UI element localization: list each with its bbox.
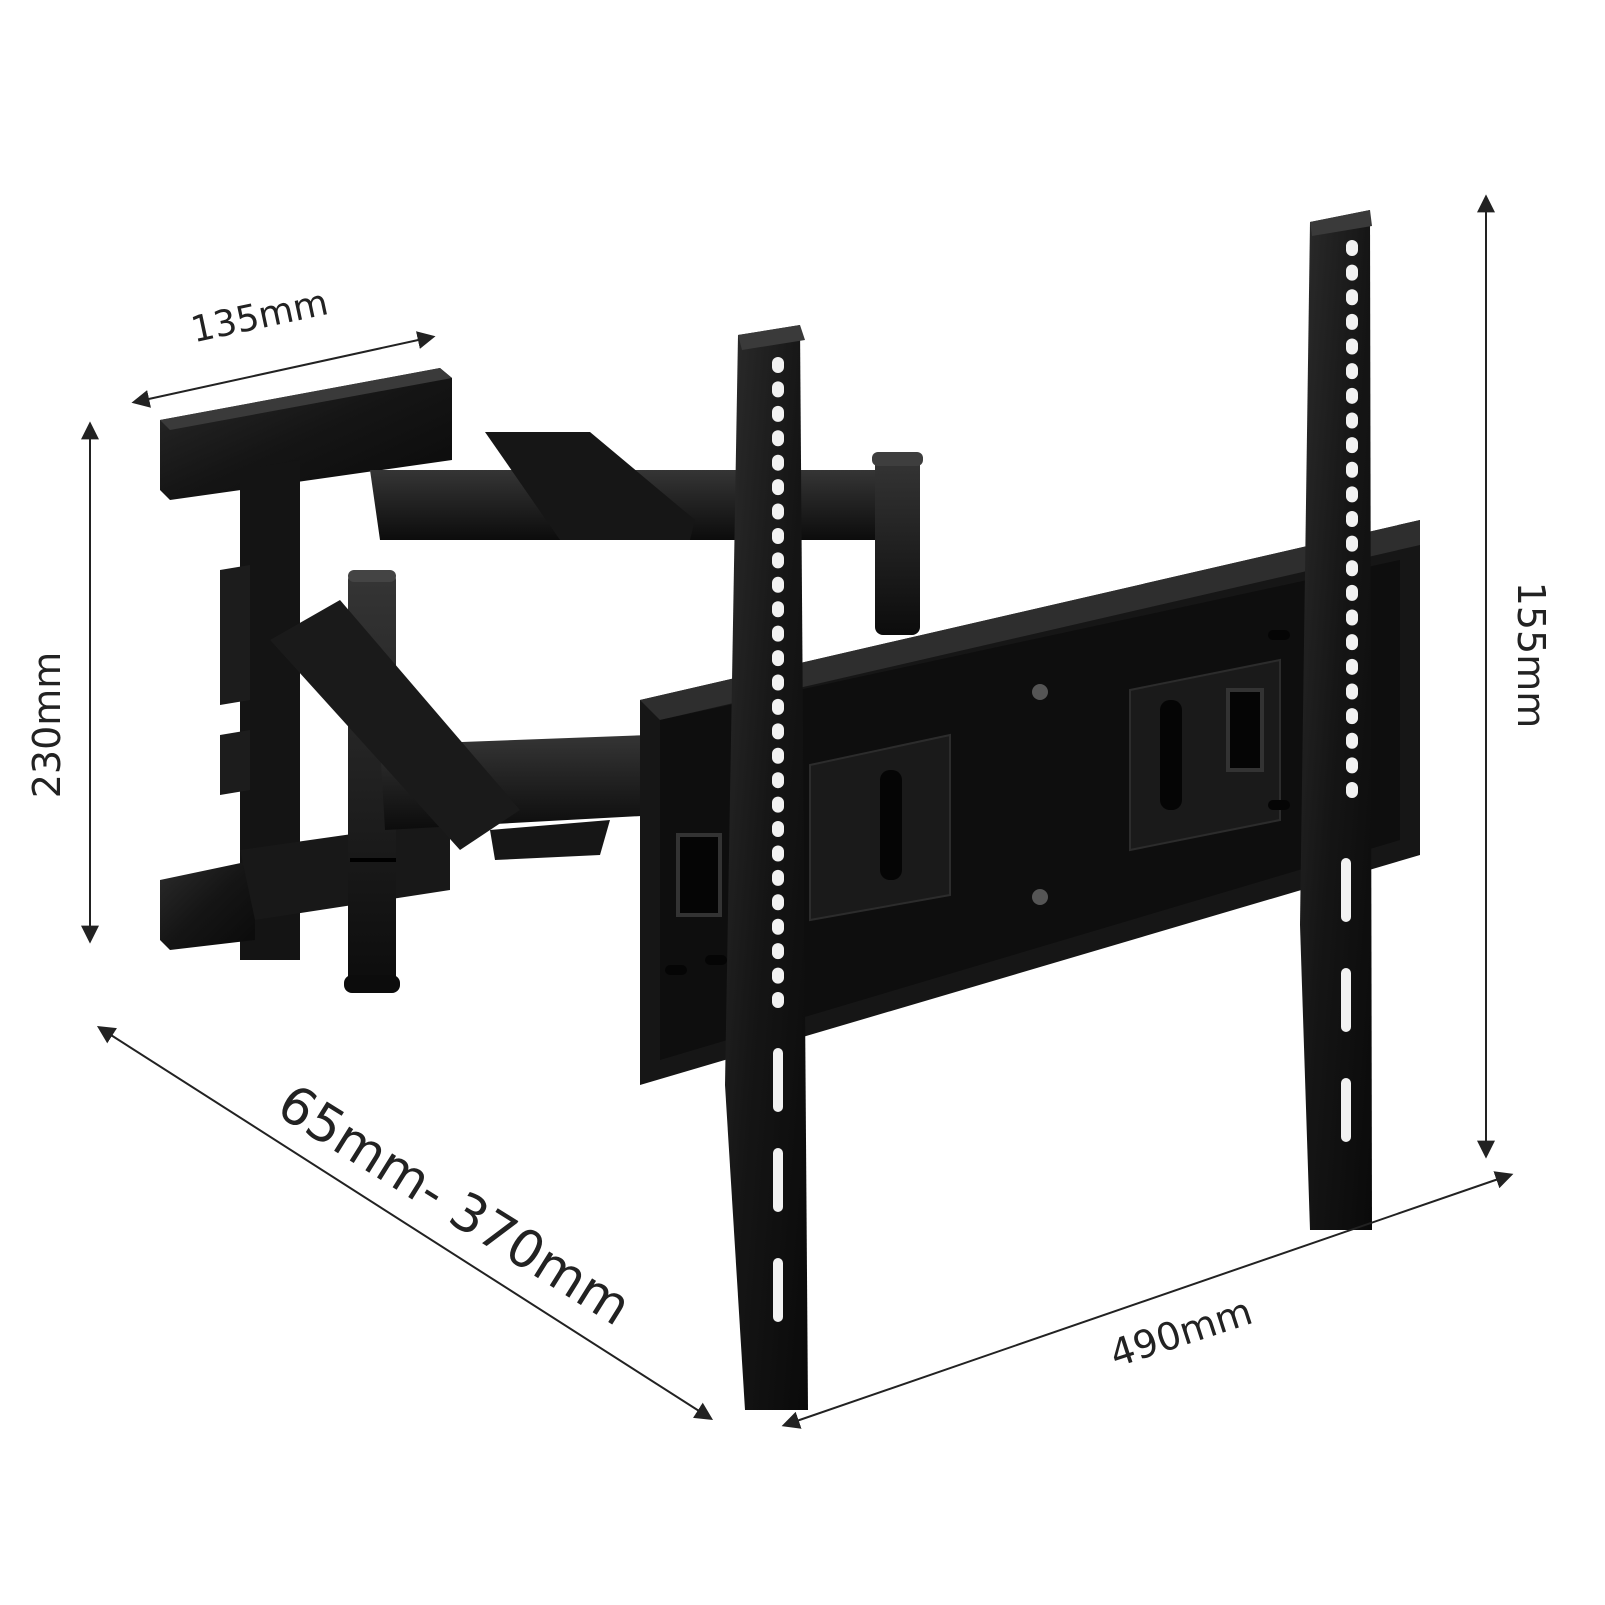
dimension-extension: 65mm- 370mm — [96, 1026, 714, 1420]
mounting-hole — [1346, 264, 1358, 281]
mounting-hole — [772, 503, 784, 520]
mounting-hole — [1346, 584, 1358, 601]
mounting-hole — [772, 747, 784, 764]
mounting-hole — [1346, 757, 1358, 774]
mounting-hole — [772, 698, 784, 715]
mounting-hole — [1346, 289, 1358, 306]
mounting-hole — [772, 845, 784, 862]
plate-width-label: 490mm — [1104, 1289, 1257, 1376]
mounting-hole — [772, 992, 784, 1008]
mounting-hole — [1346, 658, 1358, 675]
wall-bracket — [160, 368, 923, 993]
mounting-hole — [772, 479, 784, 496]
mounting-hole — [772, 430, 784, 447]
mounting-slot — [1341, 858, 1351, 922]
mounting-hole — [772, 625, 784, 642]
right-upright — [1300, 210, 1372, 1230]
mounting-slot — [773, 1258, 783, 1322]
mounting-hole — [1346, 782, 1358, 798]
mounting-hole — [772, 527, 784, 544]
mounting-hole — [1346, 511, 1358, 527]
mounting-slot — [1341, 968, 1351, 1032]
mounting-hole — [772, 454, 784, 471]
mounting-hole — [772, 821, 784, 838]
plate-height-label: 155mm — [1509, 582, 1553, 729]
mounting-hole — [772, 943, 784, 960]
dimension-plate-width: 490mm — [781, 1171, 1514, 1429]
mounting-hole — [1346, 240, 1358, 256]
mounting-hole — [772, 796, 784, 813]
mounting-hole — [1346, 683, 1358, 700]
mounting-hole — [772, 918, 784, 935]
mounting-hole — [772, 381, 784, 398]
mounting-slot — [1341, 1078, 1351, 1142]
mounting-hole — [772, 967, 784, 984]
mounting-hole — [772, 552, 784, 569]
extension-label: 65mm- 370mm — [267, 1073, 641, 1338]
dimension-plate-height: 155mm — [1477, 194, 1553, 1159]
mounting-hole — [1346, 535, 1358, 552]
mounting-hole — [772, 772, 784, 789]
right-upright-holes — [1341, 240, 1358, 1142]
mounting-hole — [1346, 732, 1358, 749]
mounting-hole — [1346, 461, 1358, 478]
mounting-hole — [772, 869, 784, 886]
mounting-slot — [773, 1048, 783, 1112]
mounting-slot — [773, 1148, 783, 1212]
mounting-hole — [772, 723, 784, 740]
mounting-hole — [1346, 634, 1358, 651]
mounting-hole — [772, 357, 784, 373]
arm-height-label: 230mm — [25, 652, 69, 799]
left-upright-holes — [772, 357, 784, 1322]
mounting-hole — [1346, 338, 1358, 355]
mounting-hole — [1346, 437, 1358, 454]
mounting-hole — [772, 894, 784, 911]
mounting-hole — [1346, 412, 1358, 429]
mounting-hole — [772, 405, 784, 422]
mounting-hole — [772, 650, 784, 667]
tv-plate — [640, 520, 1420, 1085]
mounting-hole — [772, 674, 784, 691]
mounting-hole — [772, 576, 784, 593]
mounting-hole — [1346, 708, 1358, 725]
mounting-hole — [1346, 560, 1358, 577]
arm-width-label: 135mm — [187, 282, 331, 351]
mounting-hole — [1346, 313, 1358, 330]
mounting-hole — [1346, 363, 1358, 380]
mounting-hole — [1346, 486, 1358, 503]
left-upright — [725, 325, 808, 1410]
mounting-hole — [772, 601, 784, 618]
dimension-arm-height: 230mm — [25, 421, 99, 944]
mounting-hole — [1346, 387, 1358, 404]
mounting-hole — [1346, 609, 1358, 626]
